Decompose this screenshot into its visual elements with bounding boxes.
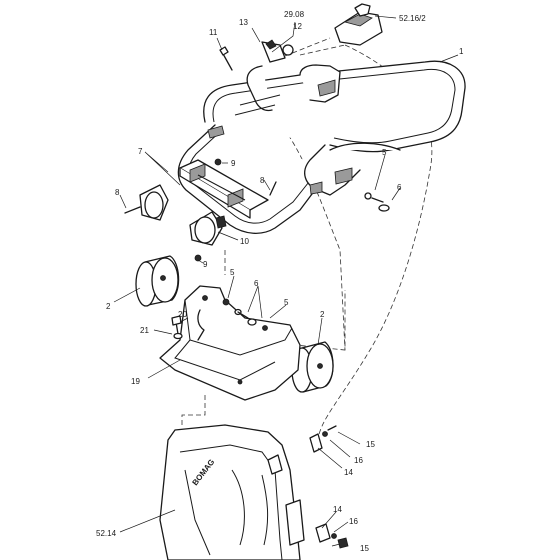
nut-9-upper (214, 158, 222, 166)
bolt-6-right (364, 192, 390, 212)
bolt-set-5-6 (222, 298, 257, 326)
callout-52-14: 52.14 (96, 529, 117, 538)
callout-16-lower: 16 (349, 517, 358, 526)
callout-15-upper: 15 (366, 440, 375, 449)
callout-6-right: 6 (397, 183, 402, 192)
callout-5-right: 5 (382, 148, 387, 157)
callout-13: 13 (239, 18, 248, 27)
callout-1: 1 (459, 47, 464, 56)
crossbar-7 (179, 159, 269, 219)
rubber-buffer-left-2 (135, 255, 180, 307)
callout-10: 10 (240, 237, 249, 246)
callout-8-mid: 8 (260, 176, 265, 185)
callout-8-left: 8 (115, 188, 120, 197)
leader-lines (113, 15, 459, 547)
bolt-11 (219, 46, 233, 71)
callout-20: 20 (178, 310, 187, 319)
callout-5-mid2: 5 (284, 298, 289, 307)
cable-clamp-lower (315, 523, 349, 549)
cable-clamp-upper (309, 425, 337, 453)
top-bracket-52-16-2 (334, 3, 383, 46)
callout-21: 21 (140, 326, 149, 335)
rubber-mount-center-10 (189, 211, 227, 246)
callout-52-16-2: 52.16/2 (399, 14, 426, 23)
bolt-20 (171, 315, 182, 335)
clamp-12-13 (261, 39, 294, 63)
washer-21 (173, 332, 183, 340)
callout-15-lower: 15 (360, 544, 369, 553)
lower-bracket-19 (159, 285, 301, 401)
callout-14-lower: 14 (333, 505, 342, 514)
callout-9-lower: 9 (203, 260, 208, 269)
callout-6-mid: 6 (254, 279, 259, 288)
callout-2-left: 2 (106, 302, 111, 311)
callout-7: 7 (138, 147, 143, 156)
handle-frame (177, 60, 466, 234)
assembly-line-down (181, 395, 206, 425)
callout-2-right: 2 (320, 310, 325, 319)
callout-14-upper: 14 (344, 468, 353, 477)
bolt-8-mid (269, 181, 277, 196)
callout-19: 19 (131, 377, 140, 386)
callout-16-upper: 16 (354, 456, 363, 465)
callout-11: 11 (209, 28, 218, 37)
callout-9-upper: 9 (231, 159, 236, 168)
rubber-mount-left-8 (124, 184, 169, 221)
nut-9-lower (194, 254, 202, 262)
bottom-housing-52-14 (159, 424, 305, 560)
callout-29-08: 29.08 (284, 10, 305, 19)
callout-12: 12 (293, 22, 302, 31)
callout-5-mid: 5 (230, 268, 235, 277)
